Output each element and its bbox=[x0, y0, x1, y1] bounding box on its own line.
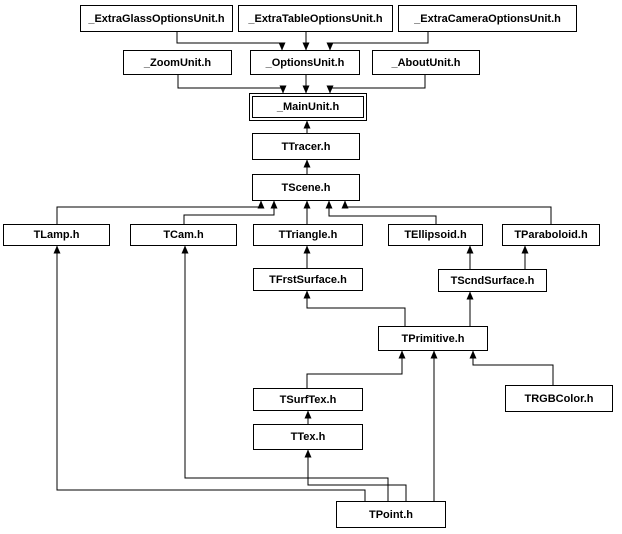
node-tprimitive[interactable]: TPrimitive.h bbox=[378, 326, 488, 351]
node-label: TTracer.h bbox=[281, 140, 331, 153]
main-unit-inner-border: _MainUnit.h bbox=[252, 96, 364, 118]
node-label: TParaboloid.h bbox=[514, 229, 588, 241]
node-main-unit: _MainUnit.h bbox=[249, 93, 367, 121]
node-label: _AboutUnit.h bbox=[391, 56, 461, 69]
node-label: TTex.h bbox=[290, 431, 326, 443]
node-tfrstsurface[interactable]: TFrstSurface.h bbox=[253, 268, 363, 291]
edge-tprimitive-tfrst bbox=[303, 290, 406, 326]
node-tscene[interactable]: TScene.h bbox=[252, 174, 360, 201]
edge-trgbcolor-tprimitive bbox=[469, 350, 554, 385]
node-label: _ZoomUnit.h bbox=[143, 56, 212, 69]
edge-zoom-main bbox=[177, 75, 287, 94]
node-ttracer[interactable]: TTracer.h bbox=[252, 133, 360, 160]
node-tsurftex[interactable]: TSurfTex.h bbox=[253, 388, 363, 411]
node-tellipsoid[interactable]: TEllipsoid.h bbox=[388, 224, 483, 246]
node-options-unit[interactable]: _OptionsUnit.h bbox=[250, 50, 360, 75]
node-tparaboloid[interactable]: TParaboloid.h bbox=[502, 224, 600, 246]
node-tscndsurface[interactable]: TScndSurface.h bbox=[438, 269, 547, 292]
node-label: TPrimitive.h bbox=[401, 332, 465, 345]
node-extra-glass-options-unit[interactable]: _ExtraGlassOptionsUnit.h bbox=[80, 5, 233, 32]
edge-tellipsoid-tscene bbox=[325, 200, 437, 224]
node-label: TCam.h bbox=[163, 229, 204, 241]
node-label: TScene.h bbox=[281, 181, 331, 194]
node-label: TFrstSurface.h bbox=[269, 273, 347, 286]
node-label: TPoint.h bbox=[369, 508, 413, 521]
edge-extraglass-options bbox=[176, 32, 286, 51]
edge-tsurftex-tprimitive bbox=[306, 350, 406, 388]
node-extra-camera-options-unit[interactable]: _ExtraCameraOptionsUnit.h bbox=[398, 5, 577, 32]
node-zoom-unit[interactable]: _ZoomUnit.h bbox=[123, 50, 232, 75]
node-label: _ExtraCameraOptionsUnit.h bbox=[414, 12, 561, 25]
node-tpoint[interactable]: TPoint.h bbox=[336, 501, 446, 528]
node-ttex[interactable]: TTex.h bbox=[253, 424, 363, 450]
node-extra-table-options-unit[interactable]: _ExtraTableOptionsUnit.h bbox=[238, 5, 393, 32]
node-label: _ExtraTableOptionsUnit.h bbox=[248, 12, 383, 25]
node-label: TEllipsoid.h bbox=[404, 229, 467, 241]
node-tlamp[interactable]: TLamp.h bbox=[3, 224, 110, 246]
edge-tpoint-ttex bbox=[304, 449, 407, 501]
node-label: TSurfTex.h bbox=[279, 393, 337, 406]
node-trgbcolor[interactable]: TRGBColor.h bbox=[505, 385, 613, 412]
node-label: TRGBColor.h bbox=[524, 392, 594, 405]
node-ttriangle[interactable]: TTriangle.h bbox=[253, 224, 363, 246]
node-tcam[interactable]: TCam.h bbox=[130, 224, 237, 246]
node-label: TTriangle.h bbox=[278, 229, 338, 241]
edge-tpoint-tcam bbox=[181, 245, 389, 501]
node-label: _ExtraGlassOptionsUnit.h bbox=[88, 12, 225, 25]
node-label: _MainUnit.h bbox=[276, 101, 340, 113]
edge-tcam-tscene bbox=[183, 200, 278, 224]
node-label: TLamp.h bbox=[33, 229, 80, 241]
edge-tlamp-tscene bbox=[56, 200, 265, 224]
node-about-unit[interactable]: _AboutUnit.h bbox=[372, 50, 480, 75]
edge-about-main bbox=[326, 75, 426, 94]
node-label: _OptionsUnit.h bbox=[265, 56, 345, 69]
node-label: TScndSurface.h bbox=[450, 274, 535, 287]
edge-tpoint-tlamp bbox=[53, 245, 366, 501]
edge-extracamera-options bbox=[326, 32, 429, 51]
edge-tparaboloid-tscene bbox=[341, 200, 552, 224]
